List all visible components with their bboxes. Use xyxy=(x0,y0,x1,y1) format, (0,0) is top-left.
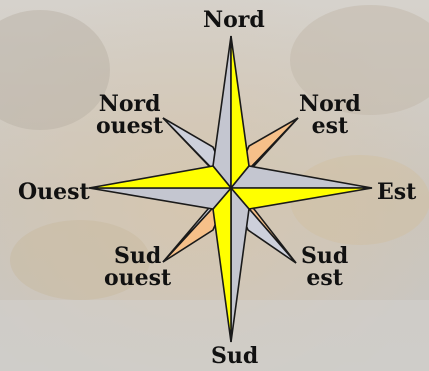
label-northwest-line2: ouest xyxy=(96,115,163,137)
label-northeast-line1: Nord xyxy=(299,93,361,115)
label-southwest: Sud ouest xyxy=(104,245,171,289)
point-west-bottom xyxy=(89,188,231,209)
point-south-right xyxy=(231,188,249,342)
label-southeast-line2: est xyxy=(301,267,348,289)
point-south-left xyxy=(213,188,231,342)
label-northwest: Nord ouest xyxy=(96,93,163,137)
label-southwest-line2: ouest xyxy=(104,267,171,289)
label-northwest-line1: Nord xyxy=(96,93,163,115)
point-north-left xyxy=(213,36,231,188)
label-southeast-line1: Sud xyxy=(301,245,348,267)
cardinal-points xyxy=(89,36,372,342)
point-west-top xyxy=(89,166,231,188)
label-southwest-line1: Sud xyxy=(104,245,171,267)
label-northeast-line2: est xyxy=(299,115,361,137)
point-north-right xyxy=(231,36,249,188)
label-west: Ouest xyxy=(18,181,90,203)
point-east-bottom xyxy=(231,188,372,209)
label-east: Est xyxy=(377,181,416,203)
label-south: Sud xyxy=(211,345,258,367)
point-east-top xyxy=(231,166,372,188)
label-north: Nord xyxy=(203,9,265,31)
label-northeast: Nord est xyxy=(299,93,361,137)
label-southeast: Sud est xyxy=(301,245,348,289)
